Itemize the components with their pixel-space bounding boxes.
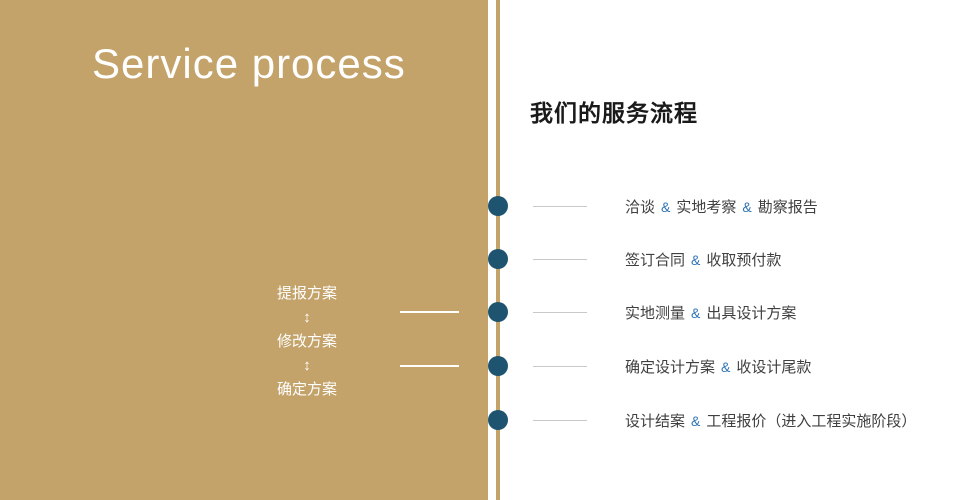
flow-step-part: 洽谈 (625, 198, 656, 216)
row-tick-line (533, 205, 587, 207)
plan-step-label: 确定方案 (276, 381, 337, 398)
plan-step-label: 修改方案 (276, 333, 337, 350)
flow-step-row: 设计结案&工程报价（进入工程实施阶段） (533, 408, 916, 432)
connector-line (400, 365, 459, 367)
ampersand: & (661, 198, 671, 215)
flow-step-text: 实地测量&出具设计方案 (625, 302, 796, 323)
flow-step-part: 收取预付款 (706, 251, 782, 269)
plan-steps-group: 提报方案 ↕ 修改方案 ↕ 确定方案 (237, 284, 377, 400)
flow-step-part: 设计结案 (625, 412, 686, 430)
flow-step-row: 签订合同&收取预付款 (533, 247, 781, 271)
flow-step-row: 实地测量&出具设计方案 (533, 300, 796, 324)
flow-step-part: 工程报价（进入工程实施阶段） (706, 412, 917, 430)
flow-step-text: 确定设计方案&收设计尾款 (625, 356, 811, 377)
flow-step-row: 确定设计方案&收设计尾款 (533, 354, 811, 378)
left-gold-panel: Service process 提报方案 ↕ 修改方案 ↕ 确定方案 (0, 0, 488, 500)
flow-step-text: 设计结案&工程报价（进入工程实施阶段） (625, 410, 916, 431)
row-tick-line (533, 365, 587, 367)
timeline-dot (488, 302, 508, 322)
timeline-dot (488, 410, 508, 430)
section-heading: 我们的服务流程 (530, 100, 698, 126)
row-tick-line (533, 258, 587, 260)
flow-step-part: 确定设计方案 (625, 358, 716, 376)
ampersand: & (691, 251, 701, 268)
up-down-arrow-icon: ↕ (303, 357, 311, 374)
up-down-arrow-icon: ↕ (303, 309, 311, 326)
connector-line (400, 311, 459, 313)
row-tick-line (533, 311, 587, 313)
ampersand: & (742, 198, 752, 215)
timeline-dot (488, 249, 508, 269)
flow-step-part: 收设计尾款 (736, 358, 812, 376)
ampersand: & (721, 358, 731, 375)
timeline-dot (488, 196, 508, 216)
flow-step-row: 洽谈&实地考察&勘察报告 (533, 194, 818, 218)
plan-step-label: 提报方案 (276, 285, 337, 302)
flow-step-part: 出具设计方案 (706, 304, 797, 322)
timeline-dot (488, 356, 508, 376)
flow-step-text: 签订合同&收取预付款 (625, 249, 781, 270)
flow-step-part: 签订合同 (625, 251, 686, 269)
flow-step-part: 实地测量 (625, 304, 686, 322)
flow-step-text: 洽谈&实地考察&勘察报告 (625, 196, 818, 217)
ampersand: & (691, 412, 701, 429)
ampersand: & (691, 304, 701, 321)
row-tick-line (533, 419, 587, 421)
page-title: Service process (92, 40, 406, 87)
flow-step-part: 勘察报告 (757, 198, 818, 216)
flow-step-part: 实地考察 (676, 198, 737, 216)
